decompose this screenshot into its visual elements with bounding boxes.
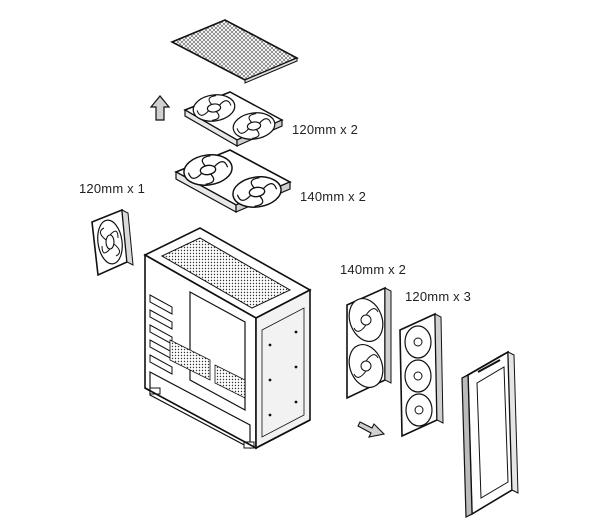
top-fans-140mm xyxy=(174,149,292,214)
arrow-up-icon xyxy=(149,95,171,121)
label-front-fans-140: 140mm x 2 xyxy=(340,262,407,277)
front-fans-140mm xyxy=(346,286,392,400)
arrow-down-right-icon xyxy=(357,421,386,438)
label-top-fans-140: 140mm x 2 xyxy=(300,189,367,204)
pc-case-chassis xyxy=(143,227,312,450)
label-front-fans-120: 120mm x 3 xyxy=(405,289,472,304)
top-fans-120mm xyxy=(183,91,284,148)
front-panel xyxy=(461,350,519,518)
rear-fan-120mm xyxy=(91,208,134,277)
label-top-fans-120: 120mm x 2 xyxy=(292,122,359,137)
top-dust-filter xyxy=(170,19,299,84)
label-rear-fan-120: 120mm x 1 xyxy=(79,181,146,196)
front-fans-120mm xyxy=(399,312,444,438)
